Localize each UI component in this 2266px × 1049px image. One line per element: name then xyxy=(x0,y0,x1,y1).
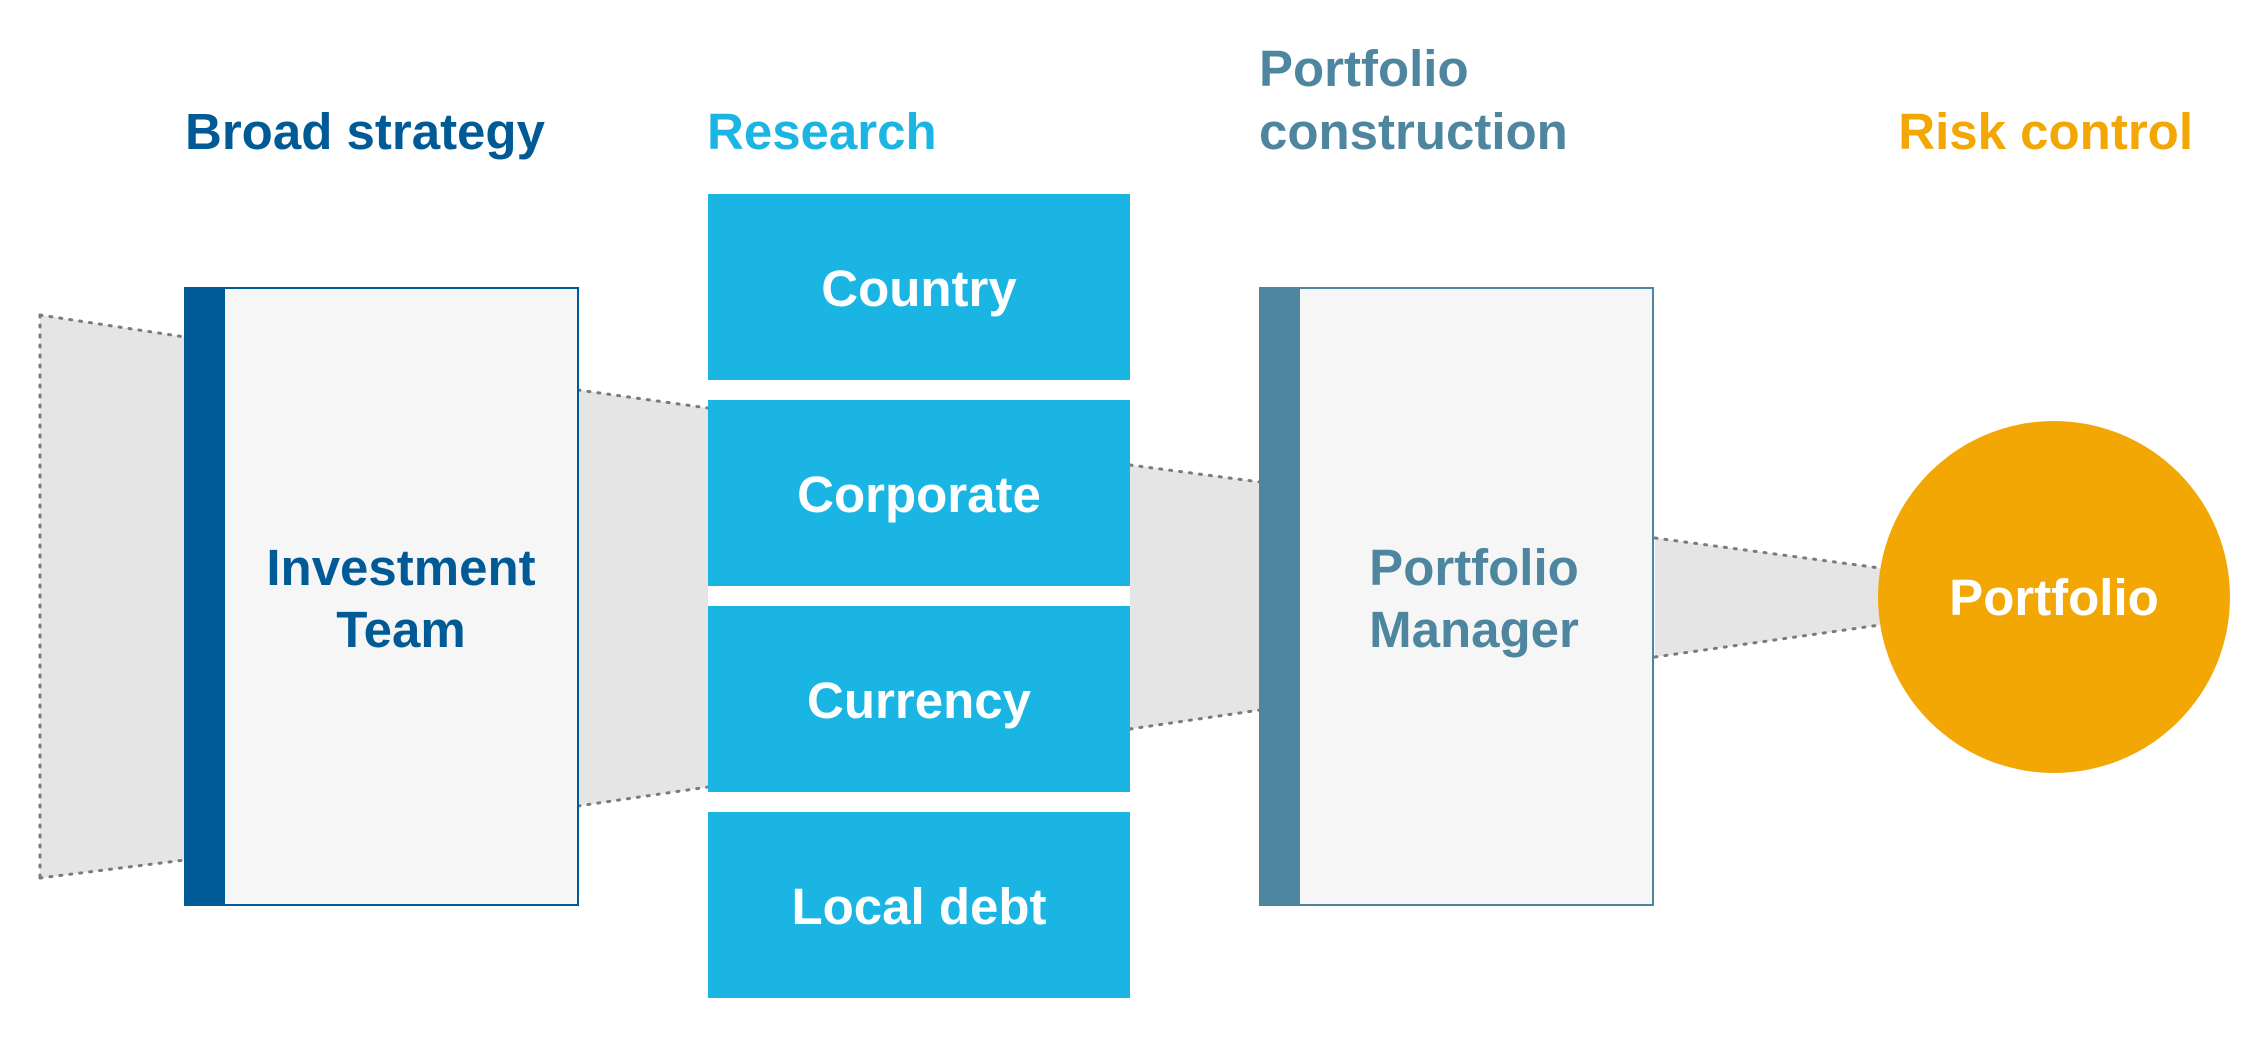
investment-team-panel xyxy=(184,287,579,906)
investment-team-label-line1: Investment xyxy=(266,539,535,596)
funnel-bottom-edge-4 xyxy=(1653,623,1882,659)
funnel-segment-construction-to-risk xyxy=(1655,538,1880,657)
research-box-country xyxy=(708,194,1130,380)
research-boxes: Country Corporate Currency Local debt xyxy=(708,194,1130,998)
research-box-corporate xyxy=(708,400,1130,586)
heading-portfolio-construction-line2: construction xyxy=(1259,103,1568,160)
funnel-bottom-edge-2 xyxy=(576,785,710,808)
funnel-top-edge-4 xyxy=(1653,536,1882,570)
portfolio-manager-panel xyxy=(1259,287,1654,906)
research-label-local-debt: Local debt xyxy=(791,878,1046,935)
portfolio-circle-label: Portfolio xyxy=(1949,569,2159,626)
investment-team-box: Investment Team xyxy=(184,287,579,906)
funnel xyxy=(38,313,1882,880)
research-box-local-debt xyxy=(708,812,1130,998)
portfolio-circle xyxy=(1878,421,2230,773)
research-label-currency: Currency xyxy=(807,672,1032,729)
portfolio-circle-group: Portfolio xyxy=(1878,421,2230,773)
investment-team-accent-bar xyxy=(185,288,225,905)
funnel-top-edge-3 xyxy=(1128,463,1262,484)
portfolio-manager-label-line2: Manager xyxy=(1369,601,1579,658)
funnel-segment-research-to-construction xyxy=(1130,465,1260,729)
portfolio-manager-accent-bar xyxy=(1260,288,1300,905)
funnel-top-edge-2 xyxy=(576,388,710,410)
funnel-top-edge-1 xyxy=(38,313,187,339)
portfolio-manager-label-line1: Portfolio xyxy=(1369,539,1579,596)
funnel-segment-strategy-to-research xyxy=(578,390,708,806)
funnel-segment-entry xyxy=(40,315,185,878)
heading-broad-strategy: Broad strategy xyxy=(185,103,546,160)
portfolio-manager-box: Portfolio Manager xyxy=(1259,287,1654,906)
research-label-corporate: Corporate xyxy=(797,466,1041,523)
stage-headings: Broad strategy Research Portfolio constr… xyxy=(185,40,2193,160)
funnel-bottom-edge-1 xyxy=(38,858,187,880)
heading-risk-control: Risk control xyxy=(1898,103,2193,160)
research-box-currency xyxy=(708,606,1130,792)
heading-portfolio-construction-line1: Portfolio xyxy=(1259,40,1469,97)
heading-research: Research xyxy=(707,103,937,160)
funnel-bottom-edge-3 xyxy=(1128,708,1262,731)
research-label-country: Country xyxy=(821,260,1017,317)
investment-team-label-line2: Team xyxy=(336,601,465,658)
